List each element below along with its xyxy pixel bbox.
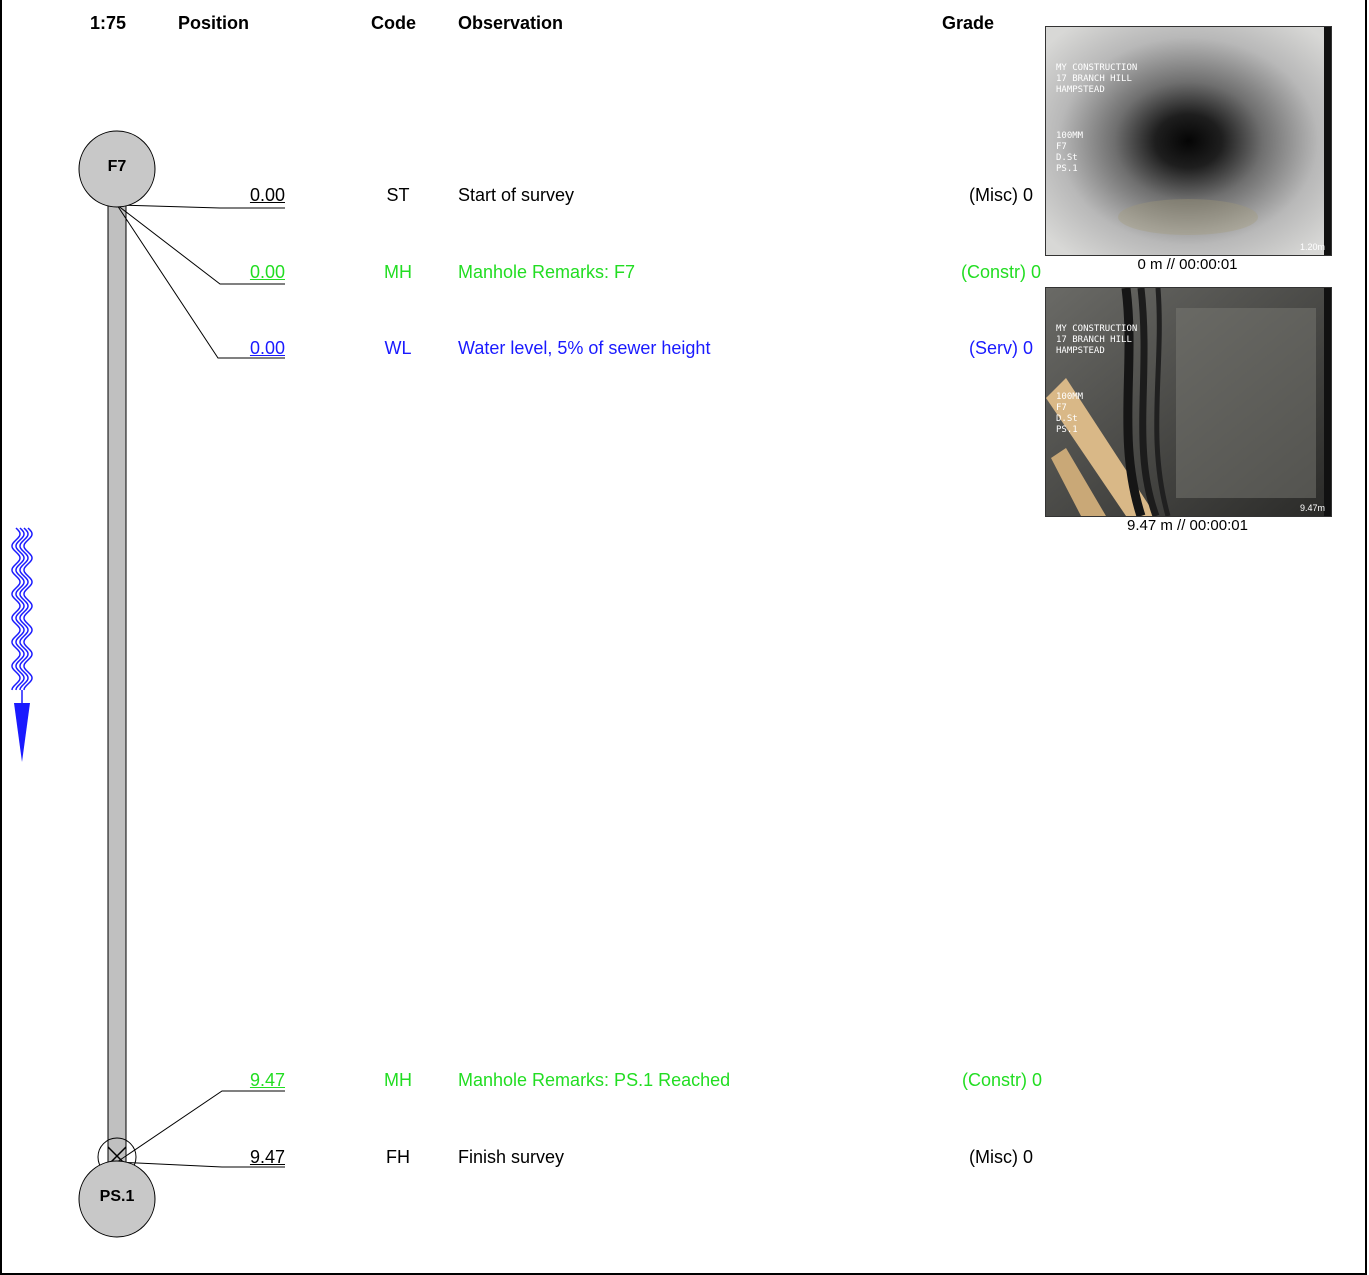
row-code: WL: [384, 338, 412, 358]
flow-arrow-head: [14, 703, 30, 762]
flow-wave-line: [23, 527, 33, 691]
leader-line: [116, 204, 285, 209]
cctv-photo-end[interactable]: MY CONSTRUCTION 17 BRANCH HILL HAMPSTEAD…: [1045, 287, 1332, 517]
leader-line: [116, 204, 285, 285]
row-grade: (Misc) 0: [969, 185, 1033, 205]
row-code: MH: [384, 262, 412, 282]
end-node-label: PS.1: [99, 1188, 135, 1205]
leader-line: [116, 1161, 285, 1168]
row-position: 9.47: [249, 1070, 285, 1090]
flow-wave-line: [11, 527, 21, 691]
grade-header: Grade: [942, 13, 995, 33]
row-code: ST: [386, 185, 410, 205]
row-observation: Start of survey: [458, 185, 575, 205]
leader-lines: [116, 204, 285, 1168]
row-position: 0.00: [249, 185, 285, 205]
pipe-interior-image: [1046, 27, 1331, 255]
start-manhole-node: [78, 130, 156, 208]
flow-wave-line: [19, 527, 29, 691]
photo-overlay-distance: 9.47m: [1299, 503, 1325, 513]
start-node-label: F7: [107, 158, 127, 175]
photo-overlay-distance: 1.20m: [1299, 242, 1325, 252]
leader-line: [116, 1090, 285, 1163]
photo-overlay-details: 100MM F7 D.St PS.1: [1056, 131, 1084, 174]
row-code: FH: [386, 1147, 410, 1167]
row-code: MH: [384, 1070, 412, 1090]
position-header: Position: [178, 13, 249, 33]
row-observation: Finish survey: [458, 1147, 565, 1167]
row-position: 0.00: [249, 262, 285, 282]
manhole-interior-image: [1046, 288, 1331, 516]
cctv-photo-start[interactable]: MY CONSTRUCTION 17 BRANCH HILL HAMPSTEAD…: [1045, 26, 1332, 256]
row-position: 9.47: [249, 1147, 285, 1167]
code-header: Code: [371, 13, 416, 33]
scale-header: 1:75: [90, 13, 127, 33]
row-observation: Manhole Remarks: PS.1 Reached: [458, 1070, 731, 1090]
row-grade: (Serv) 0: [968, 338, 1033, 358]
photo-overlay-details: 100MM F7 D.St PS.1: [1056, 392, 1084, 435]
row-grade: (Constr) 0: [960, 262, 1041, 282]
row-position: 0.00: [249, 338, 285, 358]
row-observation: Manhole Remarks: F7: [458, 262, 636, 282]
photo-caption: 9.47 m // 00:00:01: [1127, 517, 1248, 534]
observation-header: Observation: [458, 13, 564, 33]
end-manhole-node: [78, 1160, 156, 1238]
photo-overlay-address: MY CONSTRUCTION 17 BRANCH HILL HAMPSTEAD: [1056, 63, 1138, 95]
leader-line: [116, 204, 285, 359]
row-grade: (Constr) 0: [961, 1070, 1042, 1090]
row-observation: Water level, 5% of sewer height: [458, 338, 711, 358]
photo-overlay-address: MY CONSTRUCTION 17 BRANCH HILL HAMPSTEAD: [1056, 324, 1138, 356]
flow-wave-line: [15, 527, 25, 691]
pipe-body: [107, 204, 127, 1168]
row-grade: (Misc) 0: [969, 1147, 1033, 1167]
photo-caption: 0 m // 00:00:01: [1137, 256, 1238, 273]
flow-direction-arrow-icon: [11, 527, 33, 762]
